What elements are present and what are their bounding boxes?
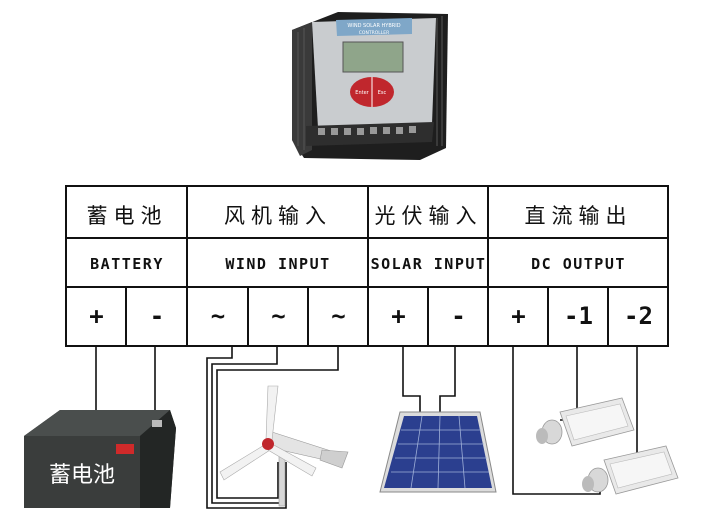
wire-solar-positive [402,346,421,412]
terminal-battery-negative: - [149,302,165,330]
wind-header-zh: 风机输入 [224,204,332,228]
terminal-dc-out2: -2 [624,302,653,330]
terminal-dc-positive: + [511,302,526,330]
terminal-battery-positive: + [89,302,104,330]
terminal-solar-negative: - [451,302,466,330]
battery-label: 蓄电池 [49,463,115,488]
controller-model-text: CONTROLLER [359,30,389,36]
led-light-1 [536,397,635,447]
terminal-solar-positive: + [391,302,406,330]
controller-brand-text: WIND SOLAR HYBRID [347,23,400,29]
wire-wind-1 [206,346,287,509]
esc-button-label: Esc [378,90,387,96]
terminal-wind-1: ~ [210,302,226,330]
led-light-2 [582,445,679,495]
solar-header-zh: 光伏输入 [374,204,483,228]
turbine-blade-2 [219,443,271,481]
terminal-table [65,185,669,347]
controller-unit: WIND SOLAR HYBRID CONTROLLER Enter Esc [292,12,448,160]
turbine-blade-1 [265,385,279,441]
battery: 蓄电池 [24,410,176,508]
battery-negative-terminal [152,420,162,427]
terminal-dc-out1: -1 [564,302,593,330]
battery-header-zh: 蓄电池 [86,204,168,228]
wind-header-en: WIND INPUT [225,255,331,273]
solar-panel [379,411,497,493]
terminal-wind-2: ~ [271,302,286,330]
wire-wind-3 [216,346,339,499]
lcd-screen [342,41,404,73]
turbine-hub [262,438,274,450]
battery-header-en: BATTERY [90,255,164,273]
dc-header-zh: 直流输出 [524,204,633,228]
enter-button-label: Enter [355,90,369,96]
wire-solar-negative [439,346,456,412]
battery-positive-terminal [116,444,134,454]
wind-turbine [219,385,349,507]
terminal-wind-3: ~ [331,302,346,330]
solar-header-en: SOLAR INPUT [370,255,487,273]
dc-header-en: DC OUTPUT [531,255,626,273]
